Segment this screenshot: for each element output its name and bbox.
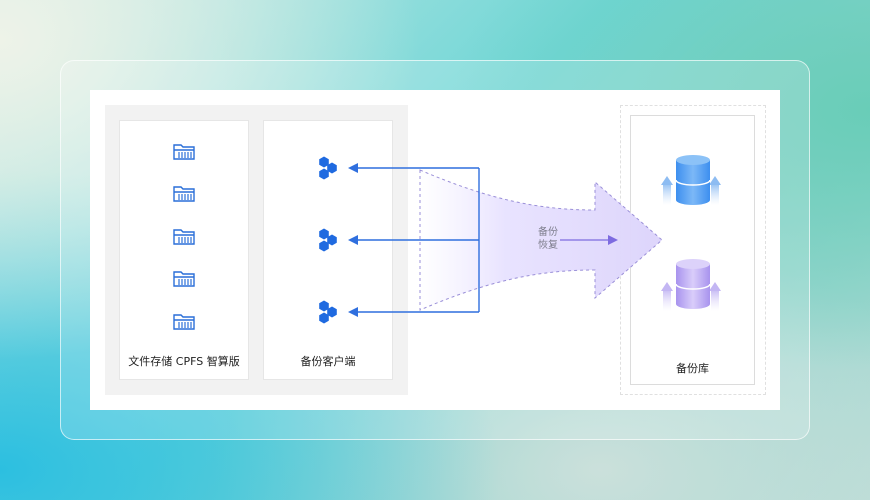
- purple-cylinder-icon: [661, 259, 721, 311]
- flow-diagram: [173, 144, 721, 330]
- blue-cylinder-icon: [661, 155, 721, 205]
- folder-icon: [173, 144, 195, 160]
- folder-icon: [173, 186, 195, 202]
- connector-arrowheads: [348, 163, 358, 317]
- client-node-icons: [319, 156, 337, 324]
- flow-center-arrowhead: [608, 235, 618, 245]
- repository-label: 备份库: [676, 362, 709, 375]
- folder-icon: [173, 314, 195, 330]
- client-connectors: [354, 167, 480, 313]
- backup-flow-arrow: [419, 169, 663, 311]
- hexagon-cluster-icon: [319, 228, 337, 252]
- restore-label: 恢复: [538, 240, 558, 251]
- backup-label: 备份: [538, 227, 558, 238]
- hexagon-cluster-icon: [319, 156, 337, 180]
- hexagon-cluster-icon: [319, 300, 337, 324]
- storage-panel: 文件存储 CPFS 智算版: [119, 120, 249, 380]
- storage-folder-icons: [173, 144, 195, 330]
- client-label: 备份客户端: [300, 355, 356, 368]
- storage-label: 文件存储 CPFS 智算版: [128, 355, 240, 368]
- diagram-card: 文件存储 CPFS 智算版 备份客户端 备份库: [90, 90, 780, 410]
- folder-icon: [173, 229, 195, 245]
- folder-icon: [173, 271, 195, 287]
